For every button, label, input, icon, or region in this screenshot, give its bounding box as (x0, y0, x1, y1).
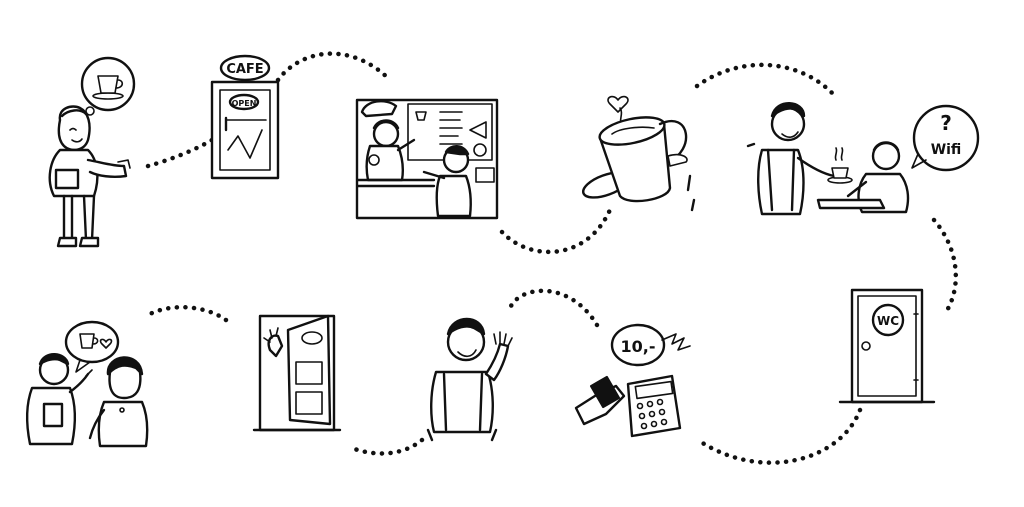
cafe-sign: CAFE (219, 54, 271, 82)
waiter-figure (757, 102, 836, 216)
speech-bubble-coffee-heart (64, 320, 120, 373)
wifi-bubble: ? Wifi (911, 104, 980, 172)
wc-sign-text: WC (877, 314, 899, 328)
open-sign-text: OPEN (232, 99, 257, 108)
keypad (636, 398, 668, 430)
open-sign: OPEN (228, 93, 260, 111)
hand-with-phone (574, 375, 626, 426)
customer-at-counter (422, 145, 472, 218)
cafe-sign-text: CAFE (226, 62, 263, 77)
waving-hand-icon (263, 327, 284, 358)
cafe-entrance-door: CAFE OPEN (210, 54, 280, 180)
coffee-cup (581, 95, 696, 212)
wc-sign: WC (871, 303, 905, 337)
barista-figure (365, 119, 416, 182)
price-bubble: 10,- (610, 323, 691, 367)
wifi-text: Wifi (931, 142, 962, 158)
man-with-book (26, 353, 93, 446)
ordering-at-counter (355, 98, 499, 220)
price-text: 10,- (621, 337, 656, 356)
open-door-leaving (252, 314, 342, 432)
toilet-door: WC (838, 288, 936, 404)
wifi-question-mark: ? (940, 111, 952, 135)
telling-friend-about-coffee (26, 320, 149, 448)
man-figure (48, 105, 131, 248)
payment-terminal: 10,- (574, 323, 691, 438)
coffee-cup-icon (92, 75, 124, 100)
heart-icon (607, 95, 629, 113)
thought-bubble-coffee (80, 56, 136, 124)
journey-path (145, 51, 959, 465)
woman-listening (88, 356, 149, 448)
served-coffee-icon (827, 147, 853, 184)
customer-thinking-of-coffee (48, 56, 136, 248)
waiter-serving-with-wifi: ? Wifi (746, 102, 980, 216)
waiter-waving-goodbye (426, 317, 513, 442)
